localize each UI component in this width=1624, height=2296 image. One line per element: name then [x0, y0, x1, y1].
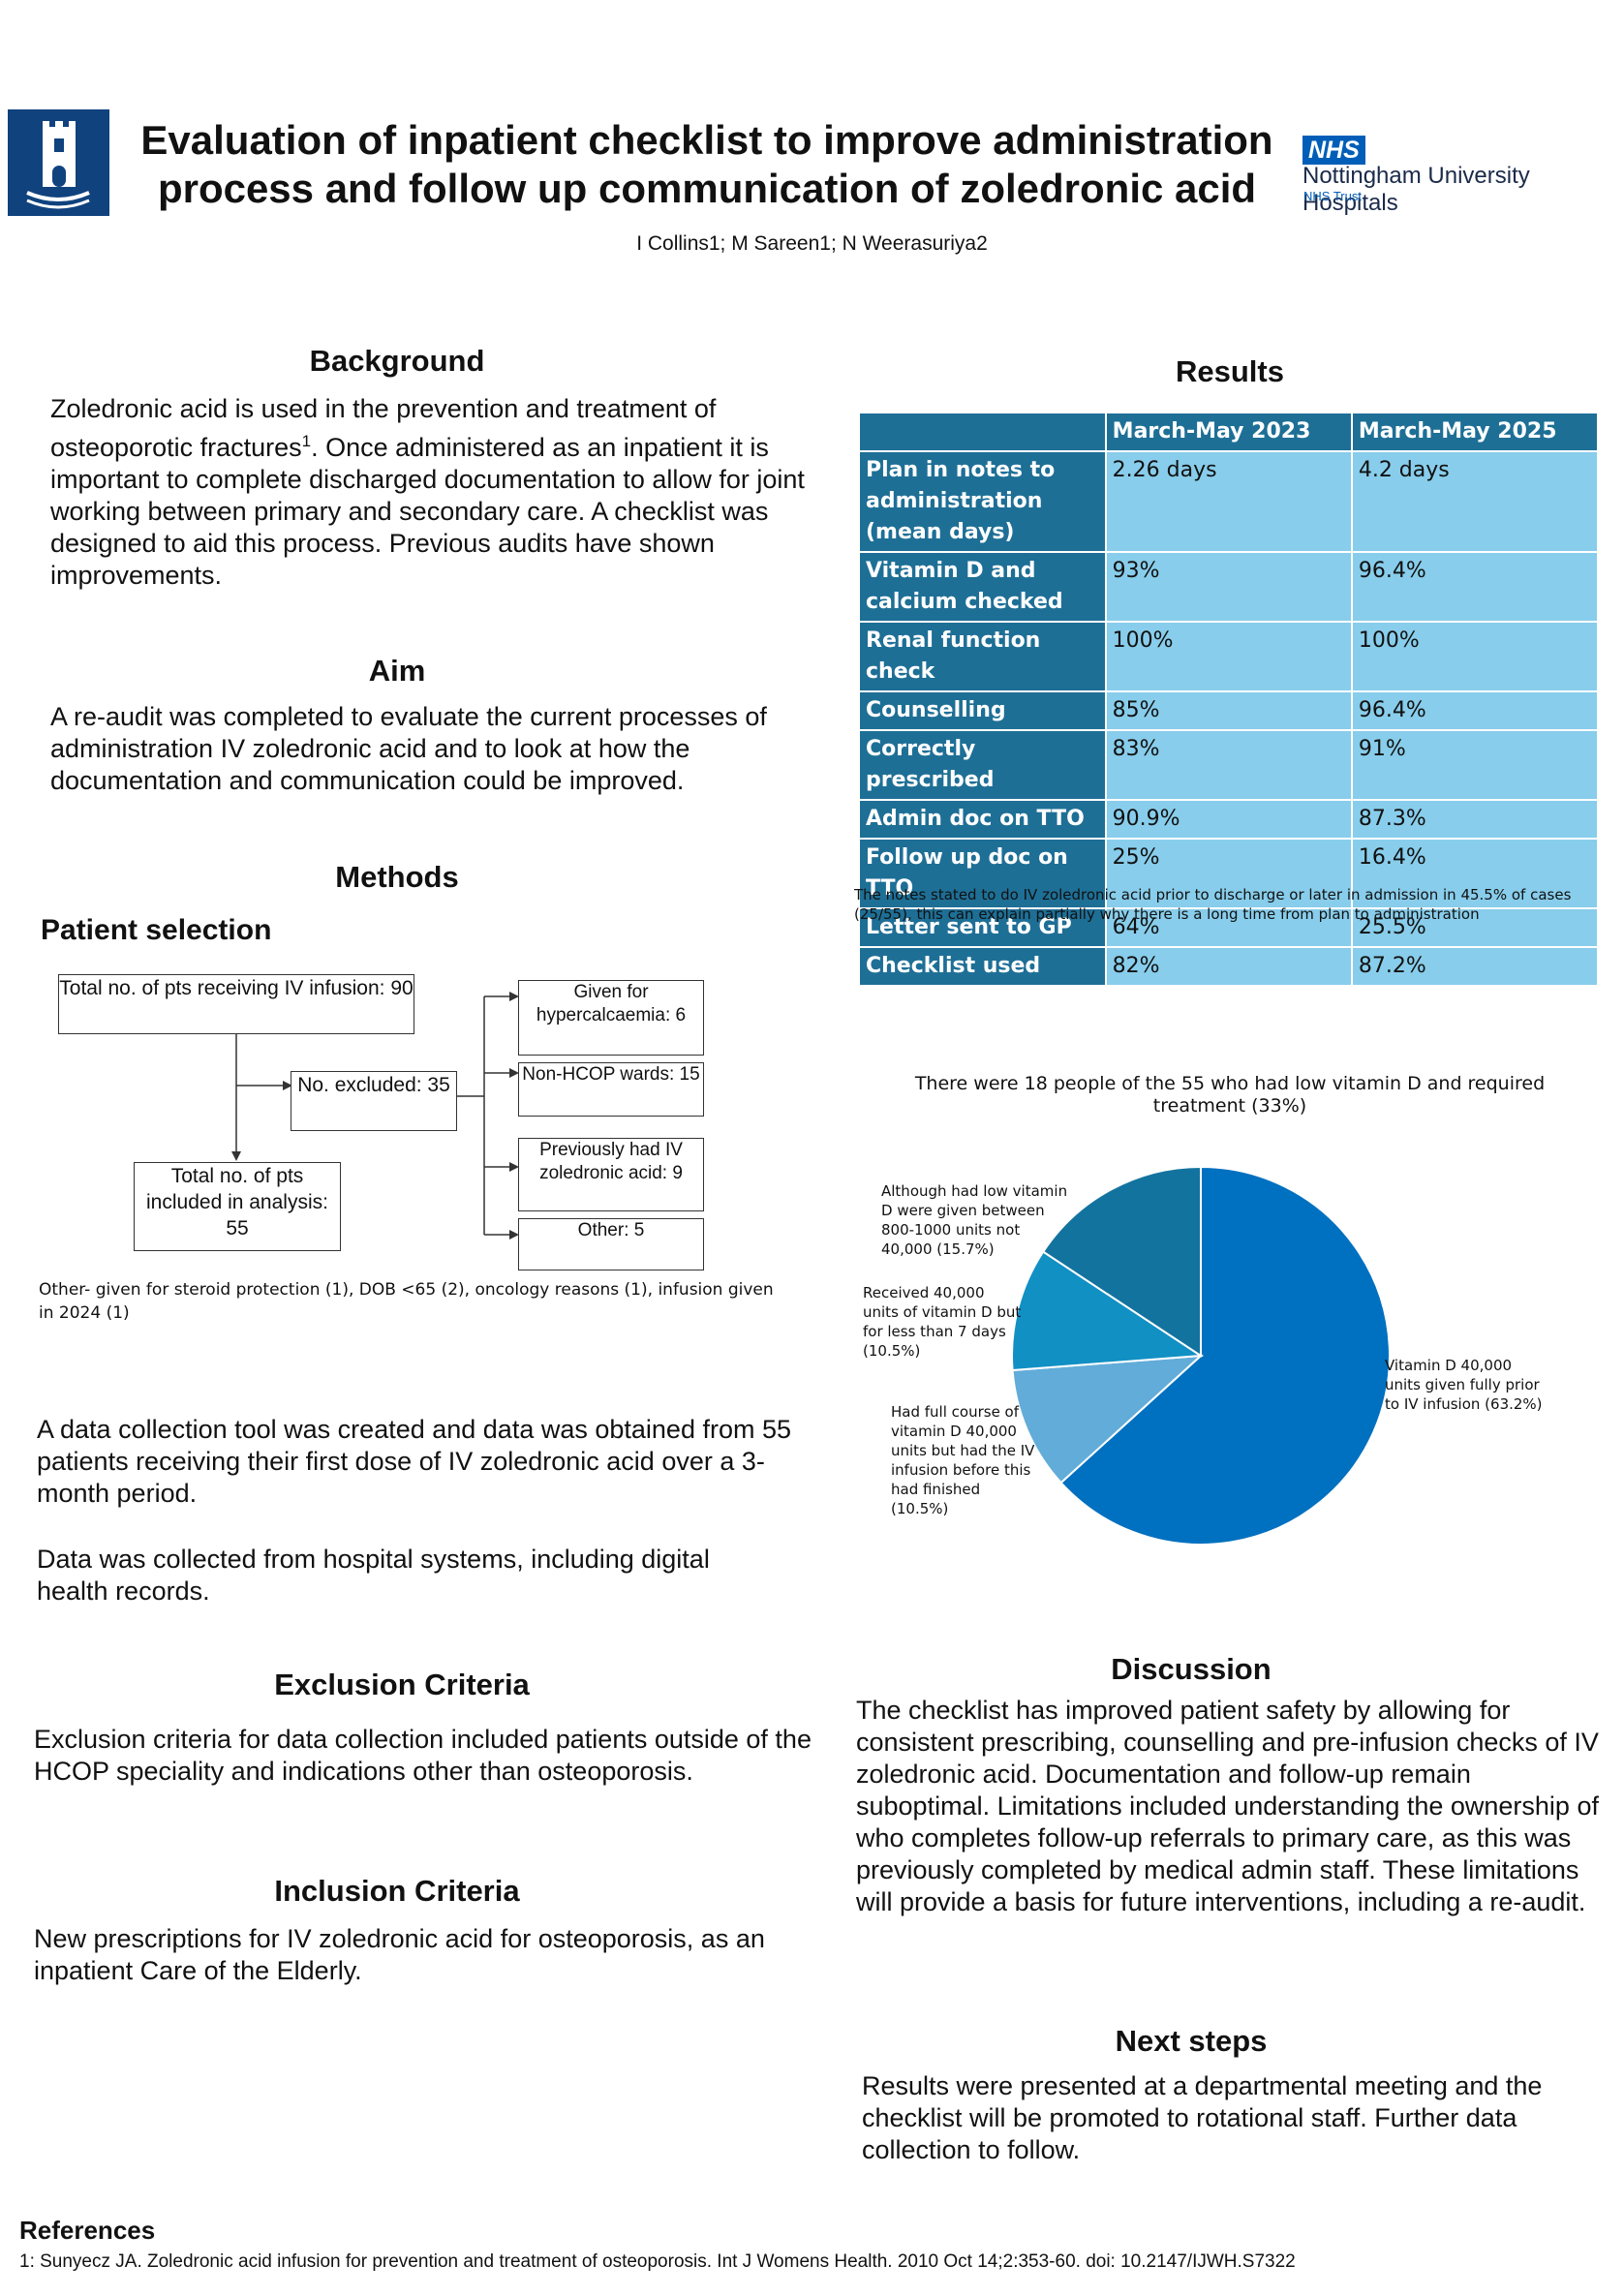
title-line-2: process and follow up communication of z…	[157, 166, 1257, 211]
cell-2023: 83%	[1104, 729, 1353, 801]
cell-2023: 90.9%	[1104, 799, 1353, 840]
cell-2023: 64%	[1104, 907, 1353, 948]
flow-excluded-box: No. excluded: 35	[291, 1071, 457, 1131]
castle-icon	[26, 121, 90, 209]
results-table-corner	[858, 412, 1107, 452]
cell-2025: 25.5%	[1350, 907, 1600, 948]
pie-label-vitd-full: Vitamin D 40,000 units given fully prior…	[1385, 1357, 1543, 1413]
cell-2025: 91%	[1350, 729, 1600, 801]
results-table: March-May 2023 March-May 2025 Plan in no…	[858, 412, 1600, 987]
nhs-org-name: Nottingham University Hospitals	[1302, 163, 1530, 216]
cell-2025: 100%	[1350, 621, 1600, 692]
nhs-trust-label: NHS Trust	[1303, 189, 1362, 203]
flow-hypercalcaemia-box: Given for hypercalcaemia: 6	[518, 980, 704, 1056]
aim-heading: Aim	[368, 654, 426, 688]
cell-2023: 100%	[1104, 621, 1353, 692]
background-citation: 1	[301, 432, 312, 450]
cell-2023: 93%	[1104, 551, 1353, 623]
flow-previous-box: Previously had IV zoledronic acid: 9	[518, 1138, 704, 1211]
exclusion-text: Exclusion criteria for data collection i…	[34, 1725, 812, 1786]
other-exclusion-note: Other- given for steroid protection (1),…	[39, 1280, 774, 1323]
aim-text: A re-audit was completed to evaluate the…	[50, 702, 767, 795]
methods-heading: Methods	[335, 860, 459, 894]
row-label: Renal function check	[858, 621, 1107, 692]
cell-2025: 96.4%	[1350, 551, 1600, 623]
cell-2023: 82%	[1104, 946, 1353, 987]
row-label: Counselling	[858, 690, 1107, 731]
inclusion-text: New prescriptions for IV zoledronic acid…	[34, 1924, 765, 1985]
results-table-note: The notes stated to do IV zoledronic aci…	[854, 886, 1572, 923]
pie-slice-full-course-before	[1011, 1354, 1204, 1485]
flow-total-box: Total no. of pts receiving IV infusion: …	[58, 974, 414, 1034]
next-steps-text: Results were presented at a departmental…	[862, 2071, 1543, 2164]
title-line-1: Evaluation of inpatient checklist to imp…	[140, 117, 1273, 163]
row-label: Admin doc on TTO	[858, 799, 1107, 840]
exclusion-heading: Exclusion Criteria	[274, 1668, 530, 1701]
table-row: Plan in notes to administration (mean da…	[858, 450, 1600, 553]
cell-2025: 16.4%	[1350, 838, 1600, 909]
flow-other-box: Other: 5	[518, 1218, 704, 1270]
flow-included-box: Total no. of pts included in analysis: 5…	[134, 1162, 341, 1251]
cell-2025: 87.2%	[1350, 946, 1600, 987]
pie-slice-vitd-full	[1059, 1165, 1391, 1546]
pie-label-800-1000-units: Although had low vitamin D were given be…	[881, 1182, 1068, 1258]
row-label: Plan in notes to administration (mean da…	[858, 450, 1107, 553]
discussion-text: The checklist has improved patient safet…	[856, 1696, 1599, 1916]
background-text: Zoledronic acid is used in the preventio…	[50, 393, 815, 592]
pie-label-less-7-days: Received 40,000 units of vitamin D but f…	[863, 1284, 1022, 1360]
pie-chart	[1011, 1165, 1391, 1546]
discussion-heading: Discussion	[1111, 1652, 1272, 1686]
background-text-a: Zoledronic acid is used in the preventio…	[50, 394, 717, 462]
authors: I Collins1; M Sareen1; N Weerasuriya2	[636, 232, 988, 255]
results-table-header-row: March-May 2023 March-May 2025	[858, 412, 1600, 452]
background-text-b: . Once administered as an inpatient it i…	[50, 433, 805, 590]
results-heading: Results	[1176, 354, 1284, 388]
methods-text-1: A data collection tool was created and d…	[37, 1415, 791, 1508]
poster-title: Evaluation of inpatient checklist to imp…	[111, 116, 1302, 213]
flow-non-hcop-box: Non-HCOP wards: 15	[518, 1062, 704, 1117]
references-heading: References	[19, 2216, 156, 2245]
cell-2025: 96.4%	[1350, 690, 1600, 731]
pie-slice-less-7-days	[1011, 1250, 1204, 1372]
cell-2023: 25%	[1104, 838, 1353, 909]
cell-2025: 87.3%	[1350, 799, 1600, 840]
cell-2025: 4.2 days	[1350, 450, 1600, 553]
patient-selection-heading: Patient selection	[41, 914, 272, 946]
cell-2023: 2.26 days	[1104, 450, 1353, 553]
nhs-logo: NHS	[1302, 136, 1365, 165]
row-label: Correctly prescribed	[858, 729, 1107, 801]
background-heading: Background	[309, 344, 485, 378]
pie-chart-title: There were 18 people of the 55 who had l…	[914, 1073, 1546, 1117]
row-label: Vitamin D and calcium checked	[858, 551, 1107, 623]
reference-1: 1: Sunyecz JA. Zoledronic acid infusion …	[19, 2251, 1296, 2272]
column-header-2025: March-May 2025	[1350, 412, 1600, 452]
pie-slice-800-1000-units	[1041, 1165, 1202, 1358]
column-header-2023: March-May 2023	[1104, 412, 1353, 452]
row-label: Follow up doc on TTO	[858, 838, 1107, 909]
next-steps-heading: Next steps	[1115, 2024, 1268, 2058]
pie-label-full-course-before: Had full course of vitamin D 40,000 unit…	[891, 1403, 1035, 1517]
row-label: Letter sent to GP	[858, 907, 1107, 948]
inclusion-heading: Inclusion Criteria	[274, 1874, 520, 1908]
cell-2023: 85%	[1104, 690, 1353, 731]
methods-text-2: Data was collected from hospital systems…	[37, 1545, 710, 1606]
university-logo	[8, 109, 109, 216]
row-label: Checklist used	[858, 946, 1107, 987]
